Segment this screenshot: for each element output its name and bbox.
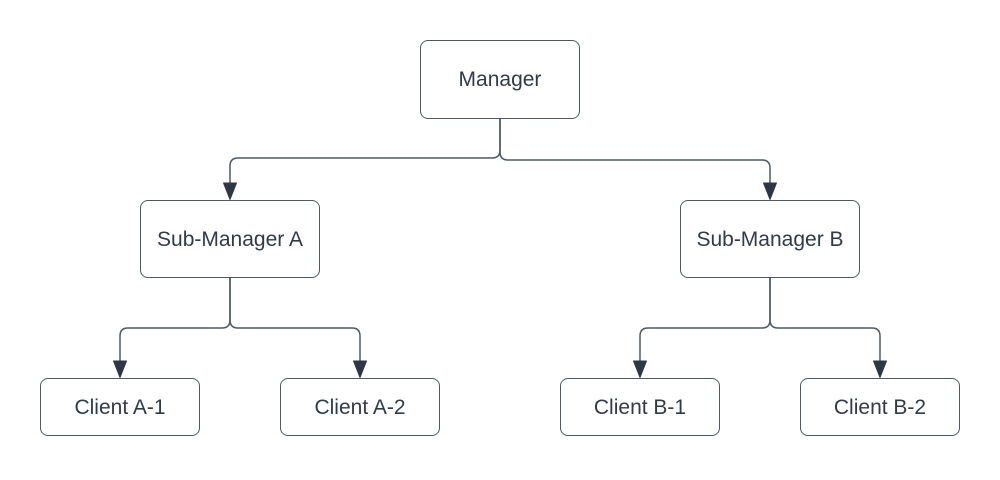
edge-manager-to-sub-manager-b bbox=[499, 119, 777, 200]
connector-line bbox=[119, 278, 231, 361]
node-client-a-2[interactable]: Client A-2 bbox=[280, 378, 440, 436]
edge-sub-manager-b-to-client-b-2 bbox=[769, 278, 887, 378]
node-client-a-1-label: Client A-1 bbox=[74, 395, 166, 419]
edge-manager-to-sub-manager-a bbox=[223, 119, 501, 200]
node-manager[interactable]: Manager bbox=[420, 40, 580, 119]
node-client-b-1[interactable]: Client B-1 bbox=[560, 378, 720, 436]
node-client-b-2-label: Client B-2 bbox=[833, 395, 927, 419]
arrowhead-icon bbox=[873, 360, 887, 378]
node-sub-manager-b-label: Sub-Manager B bbox=[696, 227, 844, 251]
connector-line bbox=[499, 119, 771, 183]
arrowhead-icon bbox=[633, 360, 647, 378]
node-sub-manager-a-label: Sub-Manager A bbox=[157, 227, 303, 251]
connector-line bbox=[229, 278, 361, 361]
node-client-b-2[interactable]: Client B-2 bbox=[800, 378, 960, 436]
node-client-b-1-label: Client B-1 bbox=[593, 395, 687, 419]
arrowhead-icon bbox=[223, 182, 237, 200]
edge-sub-manager-b-to-client-b-1 bbox=[633, 278, 771, 378]
edge-sub-manager-a-to-client-a-1 bbox=[113, 278, 231, 378]
node-client-a-2-label: Client A-2 bbox=[314, 395, 406, 419]
connector-line bbox=[229, 119, 501, 183]
connector-line bbox=[639, 278, 771, 361]
node-manager-label: Manager bbox=[458, 68, 542, 91]
node-client-a-1[interactable]: Client A-1 bbox=[40, 378, 200, 436]
arrowhead-icon bbox=[353, 360, 367, 378]
edge-sub-manager-a-to-client-a-2 bbox=[229, 278, 367, 378]
arrowhead-icon bbox=[113, 360, 127, 378]
node-sub-manager-b[interactable]: Sub-Manager B bbox=[680, 200, 860, 278]
connector-line bbox=[769, 278, 881, 361]
node-sub-manager-a[interactable]: Sub-Manager A bbox=[140, 200, 320, 278]
arrowhead-icon bbox=[763, 182, 777, 200]
